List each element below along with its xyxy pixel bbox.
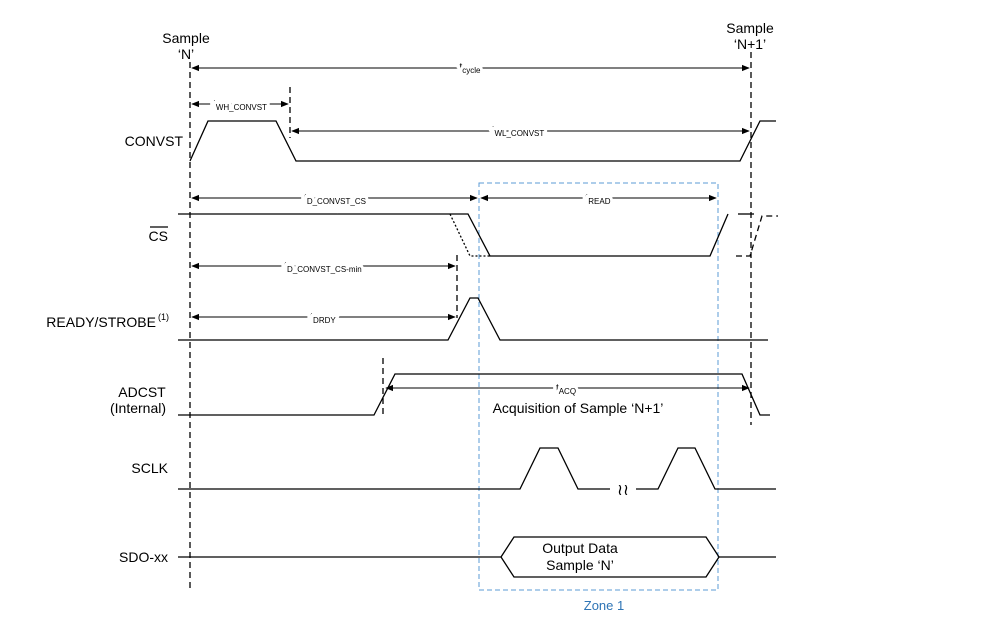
sample-n1-label: Sample	[726, 20, 774, 36]
sdo-data-sample-label: Sample ‘N’	[546, 557, 614, 573]
adcst-waveform	[178, 373, 770, 416]
convst-label: CONVST	[125, 133, 184, 149]
t-wh-convst-label: tWH_CONVST	[213, 99, 267, 112]
cs-label: CS	[149, 228, 168, 244]
sample-n-label-quote: ‘N’	[178, 46, 194, 62]
sample-n-label: Sample	[162, 30, 210, 46]
t-drdy-label: tDRDY	[310, 312, 336, 325]
sclk-break-symbol: ≀≀	[617, 482, 629, 499]
t-d-convst-cs-label: tD_CONVST_CS	[304, 193, 366, 206]
t-wl-convst-label: tWL_CONVST	[492, 125, 545, 138]
t-cycle-label: tcycle	[459, 62, 481, 75]
cs-waveform	[178, 213, 729, 257]
adcst-label: ADCST	[118, 384, 166, 400]
ready-strobe-footnote: (1)	[158, 312, 169, 322]
t-acq-label: tACQ	[556, 383, 576, 396]
acquisition-note: Acquisition of Sample ‘N+1’	[493, 400, 664, 416]
t-read-label: tREAD	[585, 193, 610, 206]
ready-strobe-waveform	[178, 297, 768, 341]
sclk-label: SCLK	[131, 460, 168, 476]
adcst-internal-label: (Internal)	[110, 400, 166, 416]
convst-waveform	[189, 120, 776, 162]
cs-next-edge	[736, 215, 778, 257]
cs-early-edge	[449, 213, 490, 257]
sdo-data-label: Output Data	[542, 540, 618, 556]
zone-1-label: Zone 1	[584, 598, 624, 613]
sdo-label: SDO-xx	[119, 549, 168, 565]
t-d-convst-cs-min-label: tD_CONVST_CS-min	[284, 261, 361, 274]
ready-strobe-label: READY/STROBE	[46, 314, 156, 330]
sample-n1-label-quote: ‘N+1’	[734, 36, 766, 52]
zone-1-box	[478, 182, 719, 591]
sclk-waveform-left	[178, 447, 610, 490]
sclk-waveform-right	[636, 447, 776, 490]
